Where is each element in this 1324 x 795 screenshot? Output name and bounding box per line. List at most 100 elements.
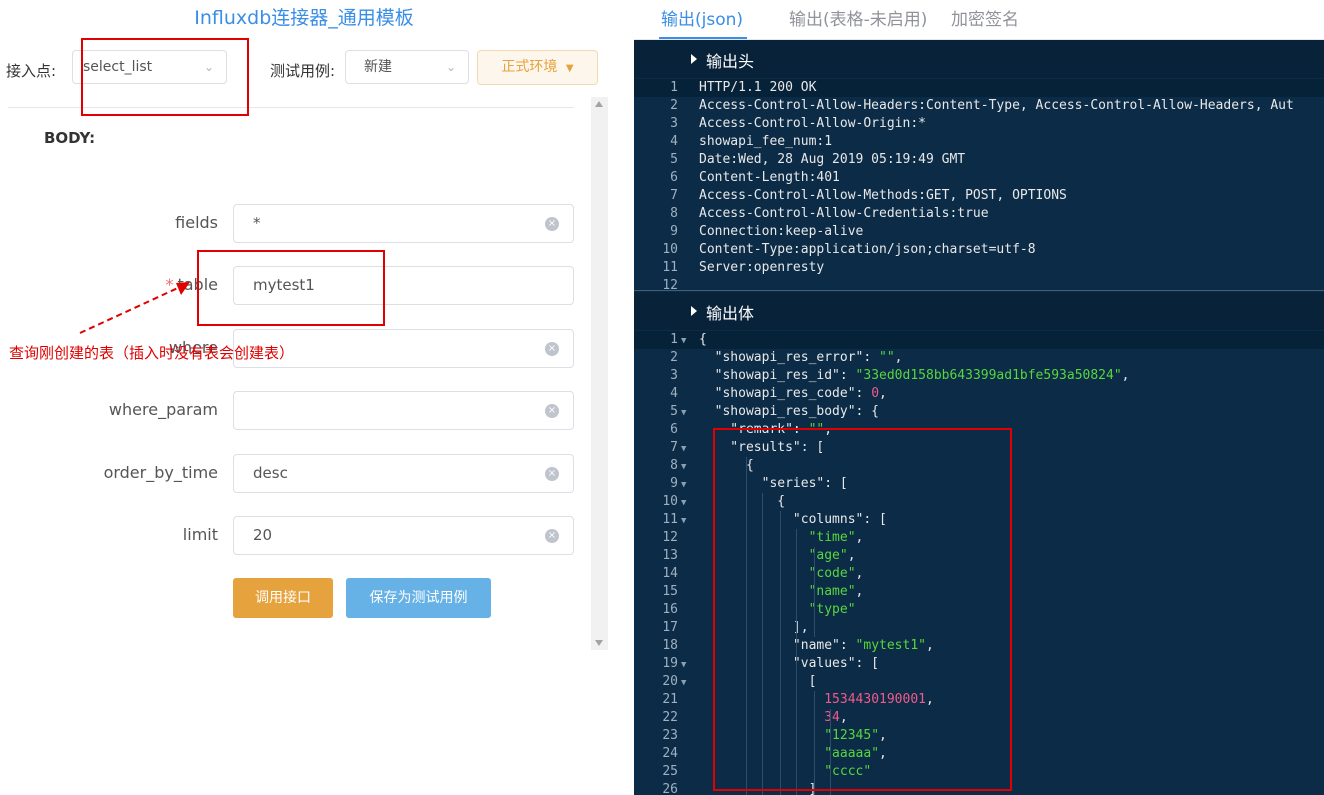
test-case-label: 测试用例:	[270, 62, 336, 80]
expand-triangle-icon	[691, 54, 697, 64]
clear-icon[interactable]: ×	[545, 342, 559, 356]
output-body-code: 1▼{2 "showapi_res_error": "",3 "showapi_…	[634, 331, 1324, 795]
line-number: 8	[670, 206, 678, 221]
field-input-where[interactable]: ×	[233, 329, 574, 368]
body-code-line: 3 "showapi_res_id": "33ed0d158bb643399ad…	[634, 367, 1324, 385]
field-input-limit[interactable]: 20 ×	[233, 516, 574, 555]
line-number: 6	[670, 422, 678, 437]
json-token: {	[699, 458, 754, 473]
line-number: 21	[662, 692, 678, 707]
json-token: "results": [	[699, 440, 825, 455]
test-case-select[interactable]: 新建 ⌄	[345, 50, 469, 84]
line-number: 13	[662, 548, 678, 563]
line-number: 6	[670, 170, 678, 185]
body-section-label: BODY:	[44, 129, 96, 147]
json-token: "showapi_res_body": {	[699, 404, 880, 419]
header-line-text: Access-Control-Allow-Origin:*	[699, 116, 926, 131]
line-number: 1	[670, 80, 678, 95]
tab-signature[interactable]: 加密签名	[951, 10, 1019, 30]
annotation-arrow	[79, 282, 190, 334]
line-number: 20	[662, 674, 678, 689]
required-asterisk: *	[165, 275, 174, 294]
environment-label: 正式环境	[501, 59, 558, 75]
clear-icon[interactable]: ×	[545, 529, 559, 543]
header-code-line: 12	[634, 277, 1324, 289]
line-number: 11	[662, 512, 678, 527]
fold-toggle-icon[interactable]: ▼	[681, 336, 687, 346]
access-point-select[interactable]: select_list ⌄	[72, 50, 227, 84]
fold-toggle-icon[interactable]: ▼	[681, 462, 687, 472]
body-code-line: 8▼ {	[634, 457, 1324, 475]
fold-toggle-icon[interactable]: ▼	[681, 660, 687, 670]
body-code-line: 15 "name",	[634, 583, 1324, 601]
fold-toggle-icon[interactable]: ▼	[681, 498, 687, 508]
page-title: Influxdb连接器_通用模板	[194, 7, 414, 29]
tab-output-json[interactable]: 输出(json)	[661, 10, 744, 30]
fold-toggle-icon[interactable]: ▼	[681, 516, 687, 526]
line-number: 12	[662, 278, 678, 289]
body-code-line: 10▼ {	[634, 493, 1324, 511]
json-string: "cccc"	[824, 764, 872, 779]
body-code-line: 16 "type"	[634, 601, 1324, 619]
fold-toggle-icon[interactable]: ▼	[681, 480, 687, 490]
line-number: 7	[670, 188, 678, 203]
output-header-title: 输出头	[706, 52, 755, 71]
body-code-line: 7▼ "results": [	[634, 439, 1324, 457]
fold-toggle-icon[interactable]: ▼	[681, 678, 687, 688]
line-number: 9	[670, 476, 678, 491]
field-label-text: order_by_time	[103, 463, 218, 482]
line-number: 5	[670, 404, 678, 419]
fold-toggle-icon[interactable]: ▼	[681, 408, 687, 418]
body-code-line: 24 "aaaaa",	[634, 745, 1324, 763]
json-token: "series": [	[699, 476, 848, 491]
body-code-line: 19▼ "values": [	[634, 655, 1324, 673]
field-label-where: where	[169, 338, 218, 357]
output-header-section[interactable]: 输出头	[634, 40, 1324, 78]
environment-button[interactable]: 正式环境 ▼	[477, 50, 598, 85]
json-string: ""	[879, 350, 895, 365]
json-string: "33ed0d158bb643399ad1bfe593a50824"	[855, 368, 1122, 383]
tab-output-table[interactable]: 输出(表格-未启用)	[789, 10, 928, 30]
field-input-where-param[interactable]: ×	[233, 391, 574, 430]
json-token: [	[699, 674, 817, 689]
annotation-note: 查询刚创建的表（插入时没有表会创建表）	[9, 344, 295, 362]
save-test-case-button[interactable]: 保存为测试用例	[346, 578, 491, 618]
body-code-line: 20▼ [	[634, 673, 1324, 691]
field-label-order-by-time: order_by_time	[104, 463, 218, 482]
header-line-text: Access-Control-Allow-Methods:GET, POST, …	[699, 188, 1067, 203]
fold-toggle-icon[interactable]: ▼	[681, 444, 687, 454]
clear-icon[interactable]: ×	[545, 404, 559, 418]
line-number: 23	[662, 728, 678, 743]
request-toolbar: 接入点: select_list ⌄ 测试用例: 新建 ⌄ 正式环境 ▼	[0, 44, 608, 94]
body-code-line: 25 "cccc"	[634, 763, 1324, 781]
body-code-line: 13 "age",	[634, 547, 1324, 565]
chevron-down-icon: ⌄	[203, 60, 214, 74]
json-token: ,	[894, 350, 903, 365]
field-input-order-by-time[interactable]: desc×	[233, 454, 574, 493]
json-token: "values": [	[699, 656, 880, 671]
scroll-down-icon[interactable]	[595, 640, 603, 646]
clear-icon[interactable]: ×	[545, 467, 559, 481]
field-input-table[interactable]: mytest1	[233, 266, 574, 305]
field-input-fields[interactable]: *×	[233, 204, 574, 243]
json-string: "code"	[808, 566, 856, 581]
line-number: 14	[662, 566, 678, 581]
json-token: ,	[879, 386, 887, 401]
line-number: 1	[670, 332, 678, 347]
line-number: 24	[662, 746, 678, 761]
scroll-up-icon[interactable]	[595, 101, 603, 107]
json-string: "name"	[808, 584, 856, 599]
active-tab-indicator	[659, 37, 747, 39]
clear-icon[interactable]: ×	[545, 217, 559, 231]
call-api-button[interactable]: 调用接口	[233, 578, 333, 618]
output-body-section[interactable]: 输出体	[634, 292, 1324, 330]
header-line-text: Access-Control-Allow-Credentials:true	[699, 206, 989, 221]
form-scrollbar[interactable]	[591, 97, 608, 650]
field-value: 20	[253, 526, 273, 544]
toolbar-divider	[8, 107, 574, 108]
field-value: mytest1	[253, 276, 315, 294]
json-token: ,	[855, 566, 864, 581]
